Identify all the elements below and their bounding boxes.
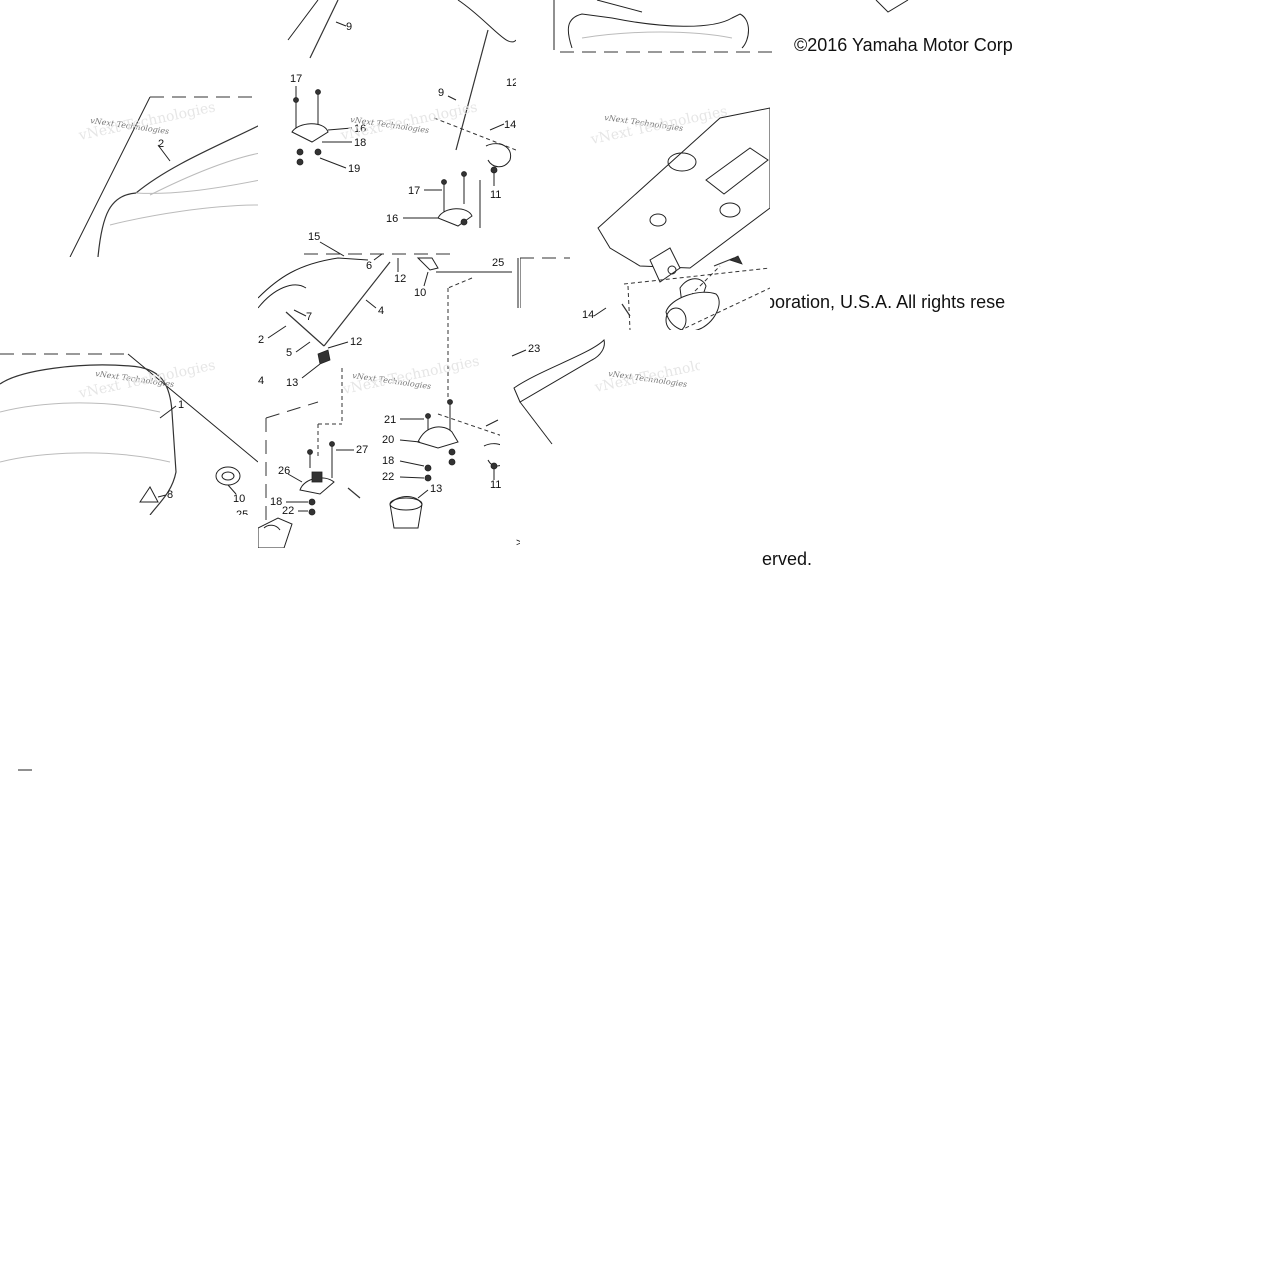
callout-26: 26	[278, 465, 290, 477]
tile-bracket-lower: 15 6 12 7 4 2 5 12 13 10	[258, 228, 520, 548]
callout-2: 2	[158, 138, 164, 150]
copyright-line-1: ©2016 Yamaha Motor Corp	[794, 35, 1013, 55]
callout-5: 5	[286, 347, 292, 359]
callout-27: 27	[356, 444, 368, 456]
callout-1: 1	[178, 399, 184, 411]
tile-bracket-upper: 9 9 12 17 16 18 19 14 11	[258, 0, 516, 257]
callout-21: 21	[384, 414, 396, 426]
callout-17b: 17	[408, 185, 420, 197]
callout-20: 20	[382, 434, 394, 446]
callout-2-mid: 2	[258, 334, 264, 346]
callout-12-mid: 12	[394, 273, 406, 285]
callout-11-mid: 11	[490, 479, 501, 491]
callout-9b: 9	[438, 87, 444, 99]
callout-18: 18	[354, 137, 366, 149]
callout-11: 11	[490, 189, 501, 201]
callout-25: 25	[236, 509, 248, 515]
callout-13: 13	[286, 377, 298, 389]
callout-16b: 16	[386, 213, 398, 225]
callout-13-low: 13	[430, 483, 442, 495]
callout-4: 4	[378, 305, 384, 317]
callout-22-low: 22	[282, 505, 294, 517]
callout-16: 16	[354, 123, 366, 135]
callout-12: 12	[506, 77, 516, 89]
tile-seat-lower: 1 8 10 25 vNext Technologies vNext Techn…	[0, 352, 258, 515]
tile-grab-handle	[552, 0, 777, 56]
tile-cover: 23 vNext Technologies vNext Technologies	[500, 330, 700, 480]
callout-7: 7	[306, 311, 312, 323]
callout-18-mid: 18	[382, 455, 394, 467]
watermark-ghost: vNext Technologies	[589, 103, 729, 148]
callout-17: 17	[290, 73, 302, 85]
callout-14-right: 14	[582, 309, 594, 321]
callout-22: 22	[382, 471, 394, 483]
callout-19: 19	[348, 163, 360, 175]
callout-25-mid: 25	[492, 257, 504, 269]
callout-18-low: 18	[270, 496, 282, 508]
edge-mark: 4	[258, 375, 264, 387]
callout-14: 14	[504, 119, 516, 131]
tile-seat-upper: 2 vNext Technologies vNext Technologies	[50, 95, 260, 257]
chevron-icon: >	[516, 537, 520, 548]
grab-handle-drawing	[553, 0, 772, 53]
callout-10-mid: 10	[414, 287, 426, 299]
stray-mark	[18, 769, 32, 771]
copyright-line-3: erved.	[762, 549, 813, 569]
corner-fragment	[875, 0, 909, 13]
watermark-ghost: vNext Technologies	[77, 357, 217, 402]
callout-23-label: 23	[528, 343, 540, 355]
callout-15: 15	[308, 231, 320, 243]
callout-10: 10	[233, 493, 245, 505]
copyright-line-2: poration, U.S.A. All rights rese	[765, 292, 1006, 312]
callout-6: 6	[366, 260, 372, 272]
callout-8: 8	[167, 489, 173, 501]
callout-12-left: 12	[350, 336, 362, 348]
callout-9: 9	[346, 21, 352, 33]
